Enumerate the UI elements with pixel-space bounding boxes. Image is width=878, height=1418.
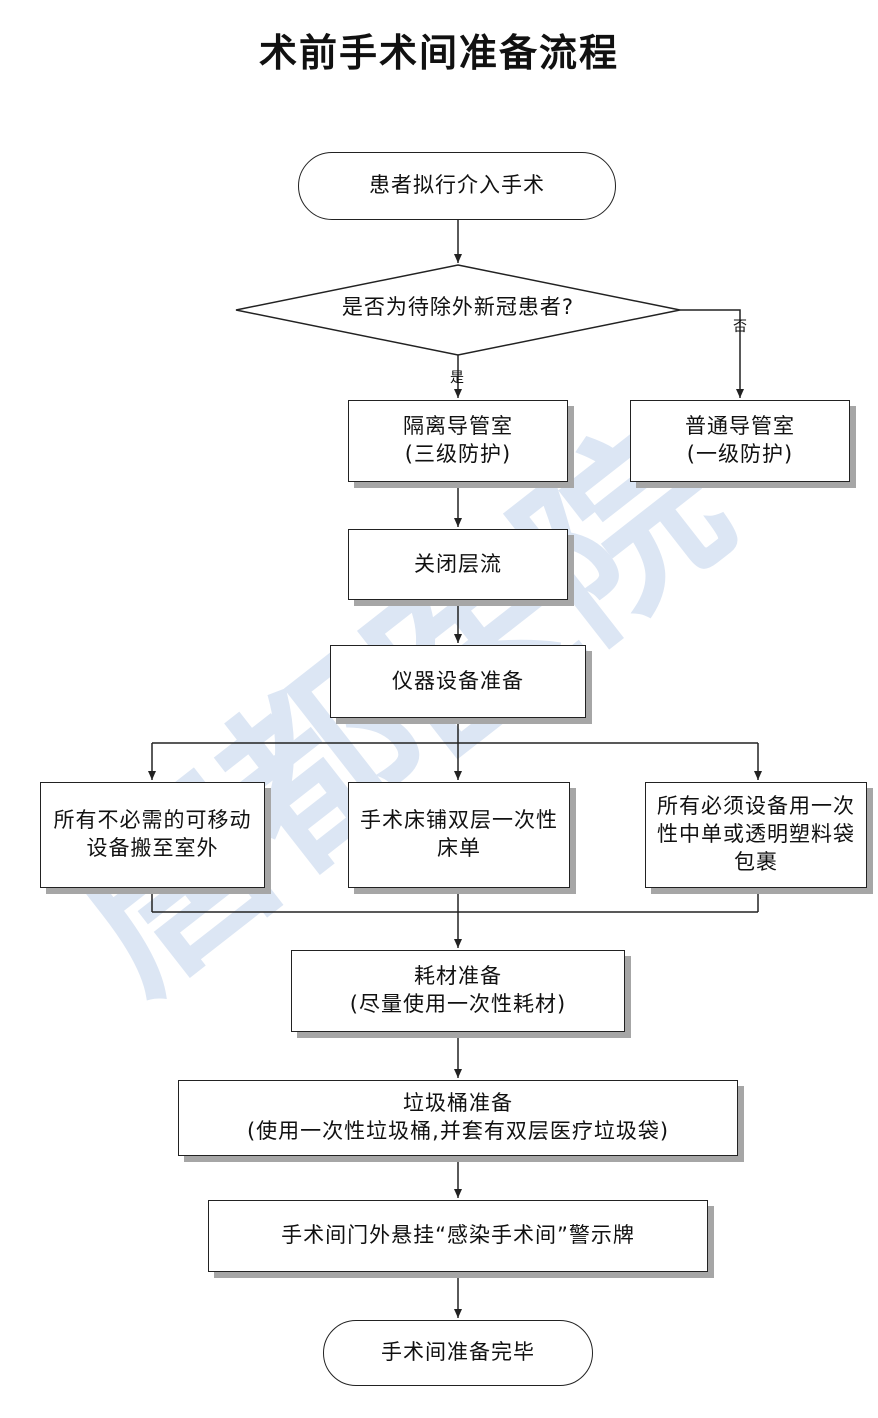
page-title: 术前手术间准备流程 [258, 31, 619, 75]
warning-sign-label: 手术间门外悬挂“感染手术间”警示牌 [281, 1223, 635, 1248]
move-equipment-label: 所有不必需的可移动设备搬至室外 [53, 808, 252, 860]
isolation-room-box: 隔离导管室 (三级防护) [348, 400, 568, 482]
trash-title: 垃圾桶准备 [403, 1091, 513, 1116]
consumables-title: 耗材准备 [414, 964, 502, 989]
end-node: 手术间准备完毕 [323, 1320, 593, 1386]
close-laminar-flow-label: 关闭层流 [414, 551, 502, 576]
arrow-decision-no [680, 309, 744, 398]
end-node-label: 手术间准备完毕 [381, 1340, 535, 1365]
trash-note: (使用一次性垃圾桶,并套有双层医疗垃圾袋) [246, 1119, 670, 1143]
wrap-equipment-label: 所有必须设备用一次性中单或透明塑料袋包裹 [657, 794, 855, 874]
normal-room-box: 普通导管室 (一级防护) [630, 400, 850, 482]
trash-box: 垃圾桶准备 (使用一次性垃圾桶,并套有双层医疗垃圾袋) [178, 1080, 738, 1156]
consumables-box: 耗材准备 (尽量使用一次性耗材) [291, 950, 625, 1032]
start-node: 患者拟行介入手术 [298, 152, 616, 220]
bed-sheet-box: 手术床铺双层一次性床单 [348, 782, 570, 888]
yes-label: 是 [450, 370, 464, 386]
consumables-note: (尽量使用一次性耗材) [349, 992, 567, 1016]
equipment-prep-label: 仪器设备准备 [392, 668, 524, 693]
bed-sheet-label: 手术床铺双层一次性床单 [360, 808, 558, 860]
decision-label: 是否为待除外新冠患者? [341, 295, 575, 319]
warning-sign-box: 手术间门外悬挂“感染手术间”警示牌 [208, 1200, 708, 1272]
normal-room-level: (一级防护) [686, 442, 794, 466]
close-laminar-flow-box: 关闭层流 [348, 529, 568, 600]
start-node-label: 患者拟行介入手术 [369, 173, 545, 198]
normal-room-title: 普通导管室 [685, 414, 795, 439]
isolation-room-level: (三级防护) [404, 442, 512, 466]
isolation-room-title: 隔离导管室 [403, 414, 513, 439]
no-label: 否 [733, 319, 747, 335]
move-equipment-box: 所有不必需的可移动设备搬至室外 [40, 782, 265, 888]
wrap-equipment-box: 所有必须设备用一次性中单或透明塑料袋包裹 [645, 782, 867, 888]
equipment-prep-box: 仪器设备准备 [330, 645, 586, 718]
